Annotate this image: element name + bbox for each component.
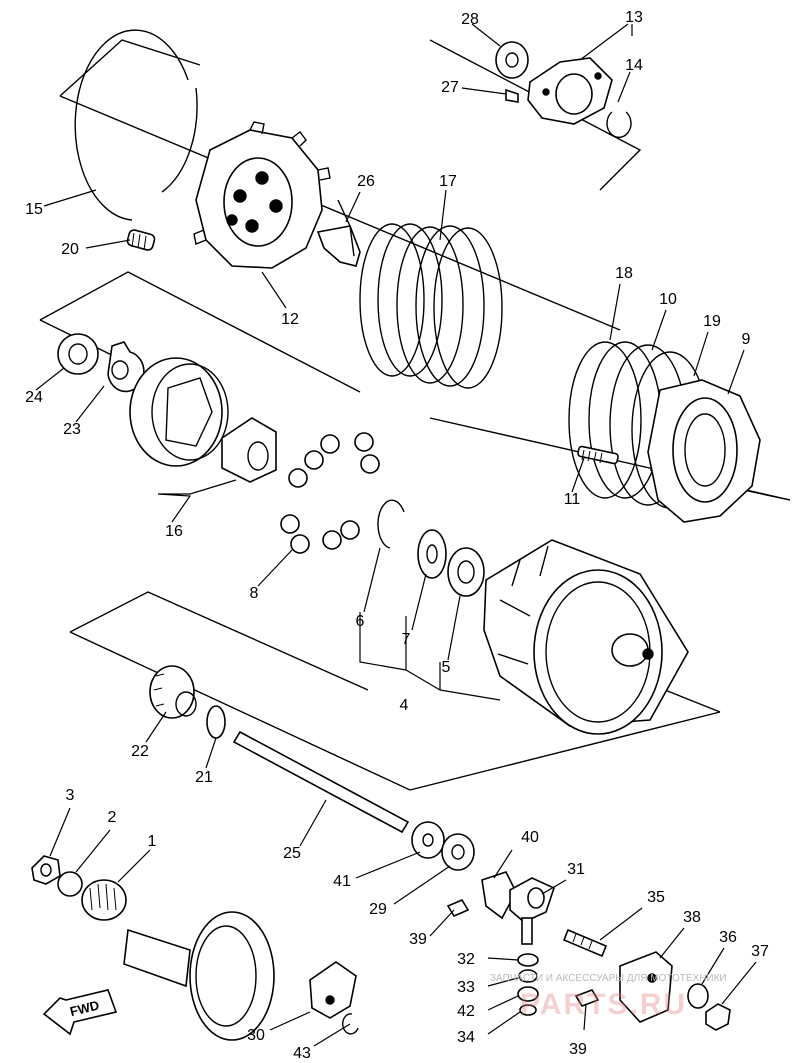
callout-10: 10 [659, 291, 677, 308]
callout-7: 7 [402, 631, 411, 648]
callout-5: 5 [442, 659, 451, 676]
spring-part [126, 229, 156, 251]
callout-37: 37 [751, 943, 769, 960]
group-outline-top [59, 39, 642, 331]
crank-gear-assembly [31, 855, 275, 1041]
callout-39-left: 39 [409, 931, 427, 948]
clutch-housing [483, 539, 689, 735]
callout-23: 23 [63, 421, 81, 438]
callout-14: 14 [625, 57, 643, 74]
callout-11: 11 [564, 491, 581, 508]
collar-and-washer [57, 333, 145, 393]
callout-39-right: 39 [569, 1041, 587, 1058]
primary-drive-plate [193, 121, 331, 269]
fwd-arrow-tag: FWD [42, 989, 118, 1036]
callout-33: 33 [457, 979, 475, 996]
callout-32: 32 [457, 951, 475, 968]
callout-3: 3 [66, 787, 75, 804]
callout-25: 25 [283, 845, 301, 862]
callout-19: 19 [703, 313, 721, 330]
callout-1: 1 [148, 833, 157, 850]
callout-28: 28 [461, 11, 479, 28]
clutch-boss [129, 357, 277, 483]
callout-35: 35 [647, 889, 665, 906]
callout-27: 27 [441, 79, 459, 96]
leader-lines [35, 23, 757, 1047]
shaft-washers [411, 821, 475, 871]
callout-8: 8 [250, 585, 259, 602]
callout-12: 12 [281, 311, 299, 328]
callout-20: 20 [61, 241, 79, 258]
callout-41: 41 [333, 873, 351, 890]
clutch-plates-stack [359, 223, 503, 389]
callout-18: 18 [615, 265, 633, 282]
circlip-ring [74, 29, 198, 221]
callout-15: 15 [25, 201, 43, 218]
clip-washer-bearing [377, 499, 485, 597]
callout-34: 34 [457, 1029, 475, 1046]
callout-36: 36 [719, 929, 737, 946]
callout-40: 40 [521, 829, 539, 846]
push-rod-long [232, 730, 410, 834]
callout-24: 24 [25, 389, 43, 406]
push-rod-part [316, 199, 361, 267]
fwd-label: FWD [68, 997, 100, 1019]
callout-26: 26 [357, 173, 375, 190]
callout-16: 16 [165, 523, 183, 540]
callout-29: 29 [369, 901, 387, 918]
callout-31: 31 [567, 861, 585, 878]
callout-labels: 28 13 14 27 15 20 26 17 12 18 10 19 9 11… [25, 9, 769, 1062]
callout-6: 6 [356, 613, 365, 630]
pressure-plate [647, 379, 761, 523]
clutch-bolt [577, 445, 619, 465]
pinion-and-washer [149, 665, 226, 739]
callout-30: 30 [247, 1027, 265, 1044]
watermark-logo: PARTS.RU [520, 988, 687, 1021]
cam-and-clip [309, 961, 359, 1035]
callout-4: 4 [400, 697, 409, 714]
ball-set [280, 432, 380, 554]
callout-21: 21 [195, 769, 213, 786]
callout-17: 17 [439, 173, 457, 190]
callout-13: 13 [625, 9, 643, 26]
watermark-text: ЗАПЧАСТИ И АКСЕССУАРЫ ДЛЯ МОТОТЕХНИКИ [490, 973, 727, 984]
callout-42: 42 [457, 1003, 475, 1020]
callout-22: 22 [131, 743, 149, 760]
adjuster-parts [562, 928, 731, 1031]
bearing-housing-parts [495, 41, 632, 138]
watermark: ЗАПЧАСТИ И АКСЕССУАРЫ ДЛЯ МОТОТЕХНИКИ PA… [490, 973, 727, 1021]
callout-43: 43 [293, 1045, 311, 1062]
callout-38: 38 [683, 909, 701, 926]
callout-2: 2 [108, 809, 117, 826]
callout-9: 9 [742, 331, 751, 348]
